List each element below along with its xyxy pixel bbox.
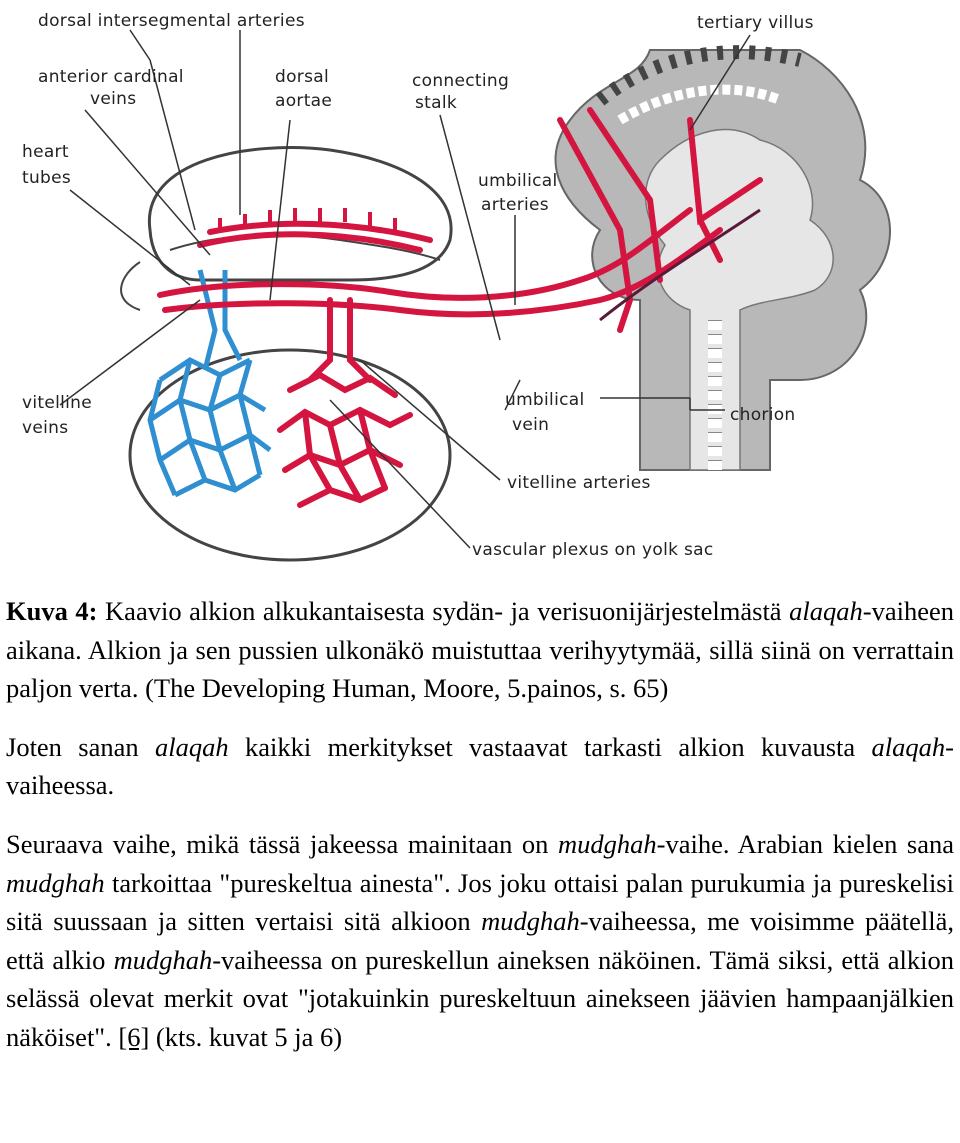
label-tertiary-villus: tertiary villus (697, 13, 814, 33)
label-umbilical-vein-1: umbilical (505, 390, 584, 410)
label-umbilical-arteries-2: arteries (481, 195, 549, 215)
label-vitelline-arteries: vitelline arteries (507, 473, 651, 493)
label-anterior-cardinal-veins-1: anterior cardinal (38, 67, 184, 87)
label-heart-tubes-2: tubes (22, 168, 71, 188)
paragraph-mudghah: Seuraava vaihe, mikä tässä jakeessa main… (6, 828, 954, 1052)
label-umbilical-vein-2: vein (512, 415, 549, 435)
label-connecting-stalk-2: stalk (415, 93, 457, 113)
label-vascular-plexus: vascular plexus on yolk sac (472, 540, 714, 560)
label-umbilical-arteries-1: umbilical (478, 171, 557, 191)
label-dorsal-aortae-1: dorsal (275, 67, 329, 87)
label-heart-tubes-1: heart (22, 142, 69, 162)
vitelline-vein-plexus (147, 269, 272, 498)
yolk-sac (128, 348, 452, 562)
label-vitelline-veins-2: veins (22, 418, 68, 438)
paragraph-alaqah: Joten sanan alaqah kaikki merkitykset va… (6, 731, 954, 801)
reference-link[interactable]: [6] (118, 1021, 150, 1052)
diagram-labels: dorsal intersegmental arteries anterior … (22, 11, 814, 560)
embryo-circulation-diagram: dorsal intersegmental arteries anterior … (22, 11, 891, 562)
dorsal-intersegmental-branches (218, 208, 397, 232)
label-vitelline-veins-1: vitelline (22, 393, 92, 413)
label-dorsal-aortae-2: aortae (275, 91, 332, 111)
arterial-system (157, 107, 763, 508)
caption-label: Kuva 4: (6, 596, 98, 626)
label-chorion: chorion (730, 405, 796, 425)
leader-lines (59, 29, 751, 549)
label-connecting-stalk-1: connecting (412, 71, 509, 91)
umbilical-vein-dark (599, 208, 761, 322)
label-dorsal-intersegmental-arteries: dorsal intersegmental arteries (38, 11, 305, 31)
label-anterior-cardinal-veins-2: veins (90, 89, 136, 109)
figure-caption: Kuva 4: Kaavio alkion alkukantaisesta sy… (6, 596, 954, 704)
body-text: Kuva 4: Kaavio alkion alkukantaisesta sy… (6, 592, 954, 1077)
